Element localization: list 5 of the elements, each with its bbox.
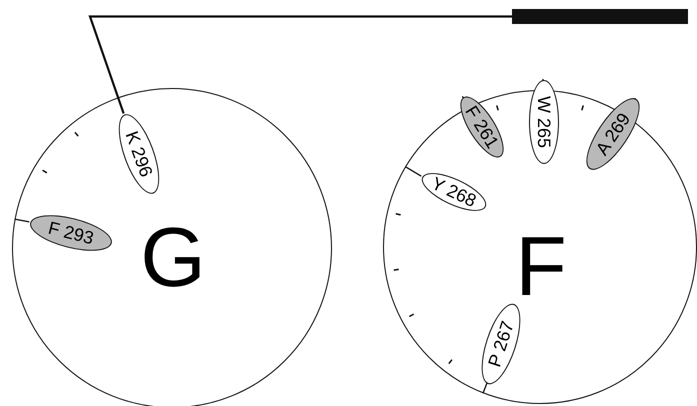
residue-ellipse: W 265: [529, 80, 559, 164]
helical-wheel-circle: [12, 88, 332, 406]
helix-label: G: [140, 215, 206, 299]
connector-line: [88, 15, 512, 114]
membrane-bar: [512, 9, 688, 24]
